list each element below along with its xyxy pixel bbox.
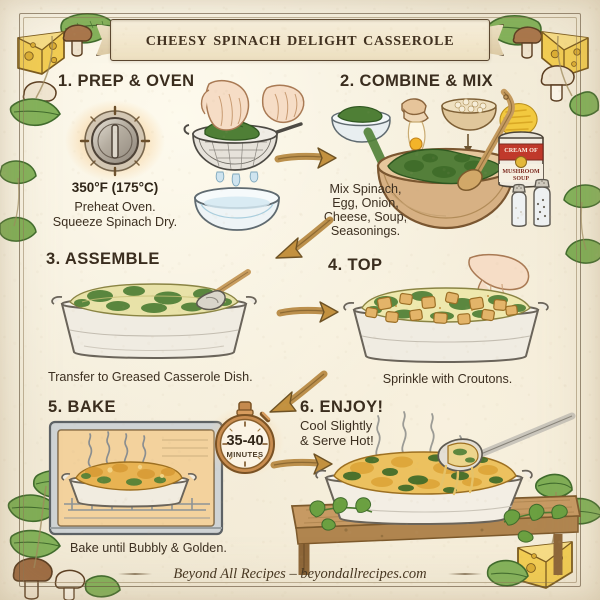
mushroom-icon: [62, 24, 93, 57]
edge-decor-left: [0, 150, 46, 280]
page-title: Cheesy Spinach Delight Casserole: [145, 27, 455, 50]
wooden-mixing-bowl: [376, 88, 516, 230]
step-4-caption: Sprinkle with Croutons.: [382, 372, 513, 386]
step-5-caption: Bake until Bubbly & Golden.: [70, 541, 227, 555]
serving-spoon: [437, 412, 576, 496]
cracked-egg: [401, 98, 429, 157]
hand-left: [200, 79, 250, 131]
baking-casserole: [61, 461, 197, 508]
onion-bowl: [441, 98, 497, 154]
spinach-leaf-icon: [563, 184, 600, 209]
corner-decor-top-left: [2, 2, 122, 127]
arrow-step3-to-step4: [276, 300, 340, 324]
mushroom-icon: [540, 65, 575, 102]
mushroom-icon: [54, 569, 86, 600]
spinach-leaf-icon: [7, 494, 59, 523]
banner-body: [110, 19, 490, 61]
step-6-caption-line-2: & Serve Hot!: [300, 433, 374, 448]
spinach-leaf-icon: [0, 216, 37, 242]
step-2-heading: 2. COMBINE & MIX: [340, 72, 494, 90]
spatula: [196, 269, 251, 311]
arrow-step4-to-step5: [266, 370, 328, 416]
step-2-caption-line-3: Cheese, Soup,: [323, 210, 408, 224]
arrow-step2-to-step3: [272, 216, 334, 262]
parsley-garnish: [309, 497, 373, 531]
hand-right: [261, 84, 305, 124]
casserole-dish: [343, 287, 549, 363]
salt-shaker: [511, 183, 527, 227]
timer-value: 35-40: [226, 433, 263, 449]
oven-baking: [42, 418, 232, 540]
spinach-leaf-icon: [569, 91, 600, 117]
mushroom-icon: [512, 26, 543, 59]
footer-credit: Beyond All Recipes – beyondallrecipes.co…: [173, 566, 427, 582]
oven-dial-icon: [62, 98, 168, 184]
step-2-caption-line-1: Mix Spinach,: [329, 182, 402, 196]
step-3-caption: Transfer to Greased Casserole Dish.: [48, 370, 253, 384]
hands-squeezing-spinach: [175, 79, 305, 231]
arrow-step5-to-step6: [270, 452, 334, 476]
wooden-spoon: [457, 88, 515, 192]
arrow-step1-to-step2: [274, 146, 338, 170]
croutons: [364, 291, 518, 325]
timer-unit: MINUTES: [227, 450, 264, 459]
step-2-caption-line-4: Seasonings.: [330, 224, 401, 238]
footer-rule-right: [448, 573, 482, 575]
top-with-croutons: [330, 253, 565, 368]
spinach-leaf-icon: [9, 98, 61, 127]
title-banner: Cheesy Spinach Delight Casserole: [96, 19, 504, 61]
spinach-leaf-icon: [0, 160, 37, 185]
assemble-casserole-dish: [48, 269, 268, 367]
soup-can-label-line-1: CREAM OF: [504, 147, 538, 154]
spinach-leaf-icon: [565, 238, 600, 264]
step-5-heading: 5. BAKE: [48, 398, 116, 416]
edge-decor-right: [556, 180, 600, 320]
spinach-bowl: [331, 106, 391, 175]
combine-and-mix-illustration: CREAM OF MUSHROOM SOUP: [318, 88, 568, 238]
step-2-caption-line-2: Egg, Onion,: [332, 196, 399, 210]
spinach-leaf-icon: [486, 559, 529, 587]
step-4-heading: 4. TOP: [328, 256, 383, 274]
parsley-garnish: [503, 503, 568, 543]
finished-casserole-scene: [286, 410, 586, 575]
soup-can-label-line-3: SOUP: [513, 176, 529, 182]
oven-temperature: 350°F (175°C): [71, 180, 159, 195]
soup-can: CREAM OF MUSHROOM SOUP: [498, 131, 544, 188]
step-1-caption-line-1: Preheat Oven.: [74, 200, 156, 214]
footer-rule-left: [118, 573, 152, 575]
cheese-wedge-icon: [17, 31, 65, 75]
stopwatch-icon: 35-40 MINUTES: [206, 398, 284, 478]
pepper-shaker: [533, 178, 551, 227]
finished-casserole: [315, 451, 533, 525]
mixing-bowl-water: [194, 187, 280, 231]
step-1-caption-line-2: Squeeze Spinach Dry.: [52, 215, 178, 229]
step-3-heading: 3. ASSEMBLE: [46, 250, 160, 268]
soup-can-label-line-2: MUSHROOM: [502, 169, 540, 175]
step-6-caption-line-1: Cool Slightly: [300, 418, 373, 433]
step-1-heading: 1. PREP & OVEN: [58, 72, 195, 90]
step-6-heading: 6. ENJOY!: [300, 398, 384, 416]
